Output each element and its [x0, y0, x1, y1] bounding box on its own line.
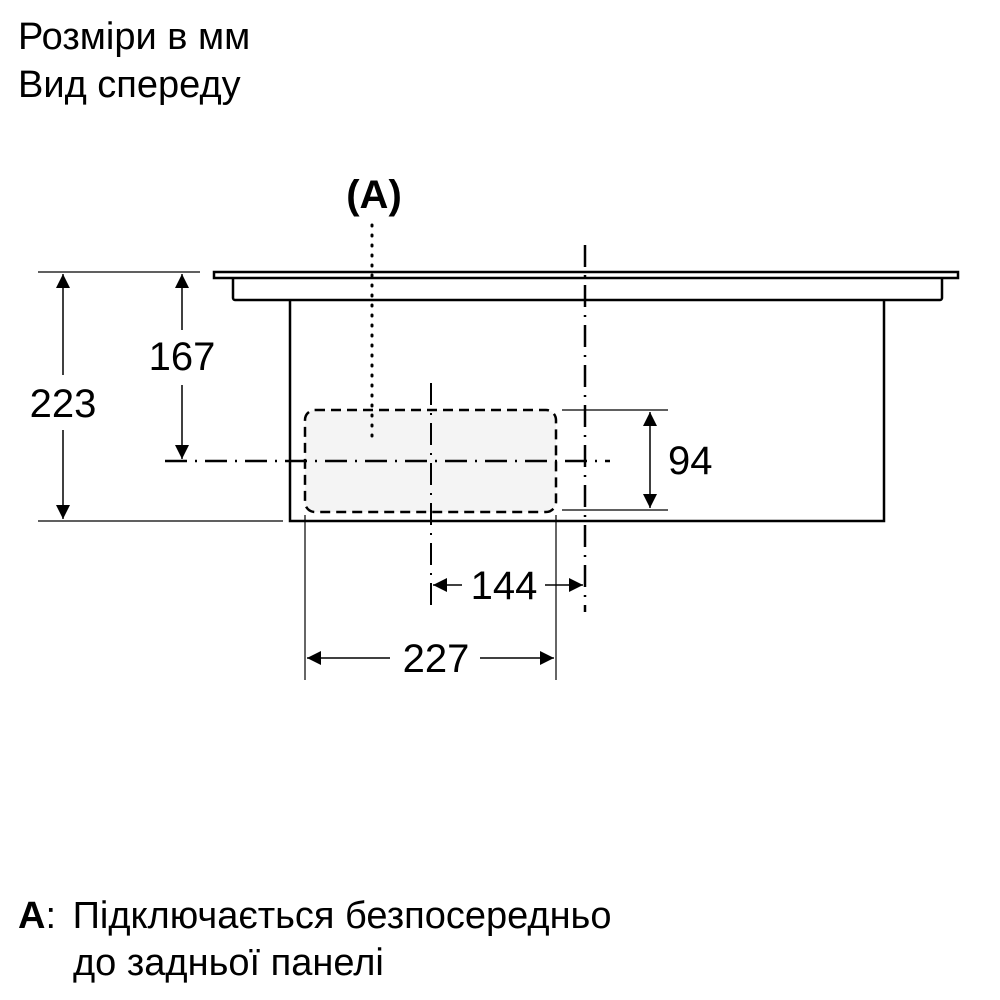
unit-body [288, 300, 886, 523]
legend-text-line1: Підключається безпосередньо [72, 895, 612, 937]
dim-227: 227 [403, 637, 470, 681]
legend-text-line2: до задньої панелі [73, 942, 384, 984]
frame-lip [231, 278, 944, 302]
legend-key: A [18, 895, 46, 937]
view-caption: Вид спереду [18, 64, 241, 106]
dim-144: 144 [471, 564, 538, 608]
callout-label: (A) [346, 173, 402, 217]
units-caption: Розміри в мм [18, 16, 251, 58]
dim-167: 167 [149, 335, 216, 379]
legend-entry-a: A: Підключається безпосередньо [18, 893, 611, 939]
dim-94: 94 [668, 439, 713, 483]
extension-lines [38, 271, 668, 680]
legend-separator: : [45, 895, 57, 937]
dim-223: 223 [30, 382, 97, 426]
